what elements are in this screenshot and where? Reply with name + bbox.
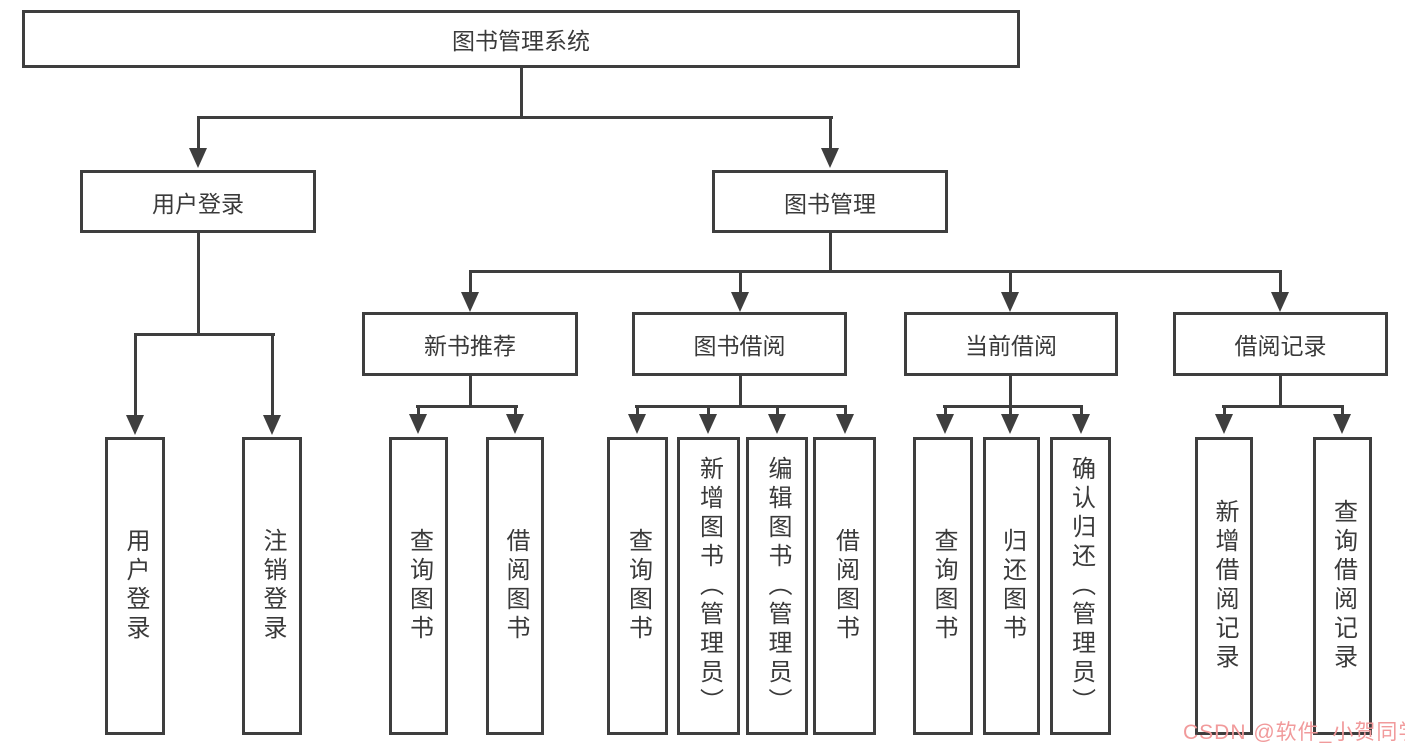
csdn-watermark: CSDN @软件_小贺同学 [1183, 721, 1405, 744]
connector-line [469, 270, 472, 294]
leaf-current-query-label: 查询图书 [930, 528, 957, 644]
node-book-mgmt-label: 图书管理 [784, 190, 876, 217]
connector-line [829, 232, 832, 273]
node-borrow-records-label: 借阅记录 [1234, 333, 1327, 359]
arrowhead-down [1072, 414, 1090, 434]
leaf-user-login: 用户登录 [105, 437, 165, 735]
leaf-logout-label: 注销登录 [259, 528, 286, 644]
arrowhead-down [936, 414, 954, 434]
connector-line [739, 375, 742, 408]
arrowhead-down [126, 415, 144, 435]
leaf-borrow-borrow: 借阅图书 [813, 437, 876, 735]
node-root-system: 图书管理系统 [22, 10, 1020, 68]
connector-line [469, 270, 1282, 273]
connector-line [1279, 270, 1282, 294]
arrowhead-down [1271, 292, 1289, 312]
leaf-record-add: 新增借阅记录 [1195, 437, 1253, 735]
leaf-logout: 注销登录 [242, 437, 302, 735]
arrowhead-down [506, 414, 524, 434]
connector-line [520, 67, 523, 118]
arrowhead-down [189, 148, 207, 168]
leaf-newbook-borrow-label: 借阅图书 [502, 528, 529, 644]
arrowhead-down [263, 415, 281, 435]
connector-line [197, 232, 200, 335]
leaf-current-confirm-admin-label: 确认归还（管理员） [1067, 455, 1095, 717]
leaf-record-add-label: 新增借阅记录 [1211, 499, 1238, 673]
node-current-borrow: 当前借阅 [904, 312, 1118, 376]
connector-line [739, 270, 742, 294]
connector-line [1341, 405, 1344, 417]
leaf-newbook-query-label: 查询图书 [405, 528, 433, 644]
connector-line [417, 405, 420, 417]
arrowhead-down [1215, 414, 1233, 434]
leaf-borrow-query-label: 查询图书 [624, 528, 652, 644]
node-user-login: 用户登录 [80, 170, 316, 233]
leaf-newbook-borrow: 借阅图书 [486, 437, 544, 735]
leaf-borrow-query: 查询图书 [607, 437, 668, 735]
leaf-user-login-label: 用户登录 [122, 528, 149, 644]
node-borrow-records: 借阅记录 [1173, 312, 1388, 376]
arrowhead-down [628, 414, 646, 434]
node-user-login-label: 用户登录 [152, 190, 244, 217]
arrowhead-down [731, 292, 749, 312]
connector-line [1009, 270, 1012, 294]
connector-line [134, 333, 275, 336]
connector-line [514, 405, 517, 417]
leaf-newbook-query: 查询图书 [389, 437, 448, 735]
arrowhead-down [836, 414, 854, 434]
arrowhead-down [1333, 414, 1351, 434]
connector-line [944, 405, 947, 417]
arrowhead-down [409, 414, 427, 434]
arrowhead-down [699, 414, 717, 434]
connector-line [829, 116, 832, 150]
leaf-record-query-label: 查询借阅记录 [1329, 499, 1357, 673]
arrowhead-down [821, 148, 839, 168]
arrowhead-down [461, 292, 479, 312]
leaf-record-query: 查询借阅记录 [1313, 437, 1372, 735]
leaf-current-confirm-admin: 确认归还（管理员） [1050, 437, 1111, 735]
connector-line [1080, 405, 1083, 417]
arrowhead-down [768, 414, 786, 434]
connector-line [636, 405, 639, 417]
connector-line [707, 405, 710, 417]
leaf-borrow-edit-admin: 编辑图书（管理员） [746, 437, 808, 735]
connector-line [1223, 405, 1226, 417]
connector-line [1009, 375, 1012, 408]
connector-line [943, 405, 1083, 408]
leaf-borrow-borrow-label: 借阅图书 [831, 528, 859, 644]
connector-line [197, 116, 833, 119]
leaf-current-return-label: 归还图书 [998, 528, 1026, 644]
leaf-current-query: 查询图书 [913, 437, 973, 735]
leaf-current-return: 归还图书 [983, 437, 1040, 735]
connector-line [1222, 405, 1344, 408]
node-current-borrow-label: 当前借阅 [965, 333, 1057, 359]
node-new-book-label: 新书推荐 [424, 333, 516, 359]
connector-line [1009, 405, 1012, 417]
connector-line [271, 333, 274, 417]
node-book-mgmt: 图书管理 [712, 170, 948, 233]
node-new-book: 新书推荐 [362, 312, 578, 376]
connector-line [635, 405, 847, 408]
arrowhead-down [1001, 414, 1019, 434]
connector-line [416, 405, 518, 408]
connector-line [197, 116, 200, 150]
node-root-system-label: 图书管理系统 [452, 28, 590, 54]
leaf-borrow-edit-admin-label: 编辑图书（管理员） [764, 455, 791, 717]
node-book-borrow: 图书借阅 [632, 312, 847, 376]
connector-line [1279, 375, 1282, 408]
connector-line [776, 405, 779, 417]
node-book-borrow-label: 图书借阅 [693, 333, 786, 359]
connector-line [469, 375, 472, 408]
connector-line [134, 333, 137, 417]
connector-line [844, 405, 847, 417]
leaf-borrow-add-admin-label: 新增图书（管理员） [695, 455, 723, 717]
arrowhead-down [1001, 292, 1019, 312]
leaf-borrow-add-admin: 新增图书（管理员） [677, 437, 740, 735]
